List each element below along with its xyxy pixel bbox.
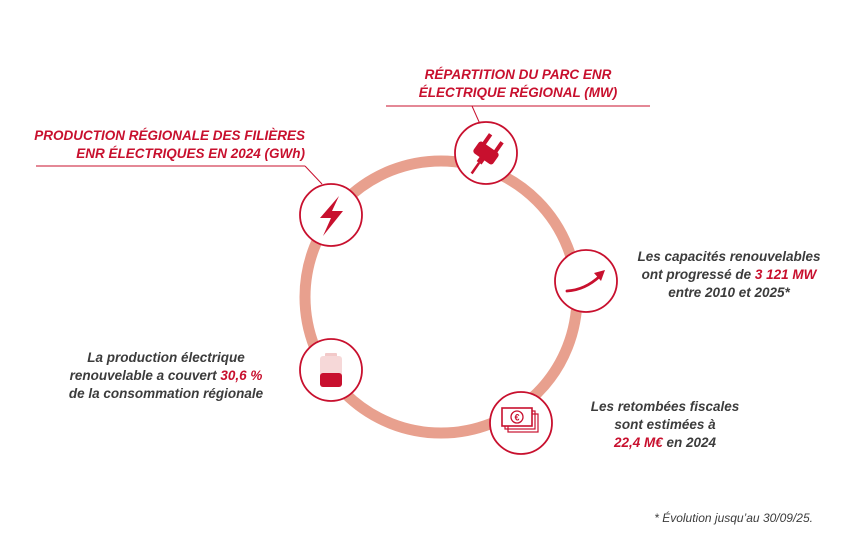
footnote: * Évolution jusqu’au 30/09/25.	[654, 511, 813, 525]
tax-revenue-text: Les retombées fiscales sont estimées à 2…	[575, 398, 755, 452]
production-heading: PRODUCTION RÉGIONALE DES FILIÈRES ENR ÉL…	[20, 127, 305, 163]
capacities-line3: entre 2010 et 2025*	[668, 285, 790, 300]
production-heading-line1: PRODUCTION RÉGIONALE DES FILIÈRES	[34, 128, 305, 143]
coverage-value: 30,6 %	[220, 368, 263, 383]
production-heading-line2: ENR ÉLECTRIQUES EN 2024 (GWh)	[76, 146, 305, 161]
coverage-line1: La production électrique	[87, 350, 245, 365]
capacities-line2: ont progressé de 3 121 MW	[620, 266, 838, 284]
parc-heading-line1: RÉPARTITION DU PARC ENR	[424, 67, 612, 82]
capacities-value: 3 121 MW	[754, 267, 817, 282]
trend-arrow-icon	[554, 249, 618, 313]
banknotes-euro-icon: €	[489, 391, 553, 455]
parc-heading-line2: ÉLECTRIQUE RÉGIONAL (MW)	[418, 85, 618, 100]
tax-revenue-line3: 22,4 M€ en 2024	[575, 434, 755, 452]
capacities-line2-text: ont progressé de	[641, 267, 755, 282]
svg-text:€: €	[514, 413, 519, 423]
coverage-text: La production électrique renouvelable a …	[46, 349, 286, 403]
capacities-text: Les capacités renouvelables ont progress…	[620, 248, 838, 302]
production-connector	[304, 165, 323, 185]
tax-revenue-value: 22,4 M€	[613, 435, 663, 450]
tax-revenue-line3-text: en 2024	[662, 435, 717, 450]
plug-icon	[454, 121, 518, 185]
tax-revenue-line1: Les retombées fiscales	[590, 399, 740, 414]
capacities-line1: Les capacités renouvelables	[637, 249, 821, 264]
lightning-icon	[299, 183, 363, 247]
parc-heading: RÉPARTITION DU PARC ENR ÉLECTRIQUE RÉGIO…	[386, 66, 650, 102]
coverage-line2-text: renouvelable a couvert	[69, 368, 221, 383]
parc-connector	[471, 105, 481, 125]
battery-icon	[299, 338, 363, 402]
coverage-line2: renouvelable a couvert 30,6 %	[46, 367, 286, 385]
coverage-line3: de la consommation régionale	[68, 386, 264, 401]
tax-revenue-line2: sont estimées à	[614, 417, 716, 432]
